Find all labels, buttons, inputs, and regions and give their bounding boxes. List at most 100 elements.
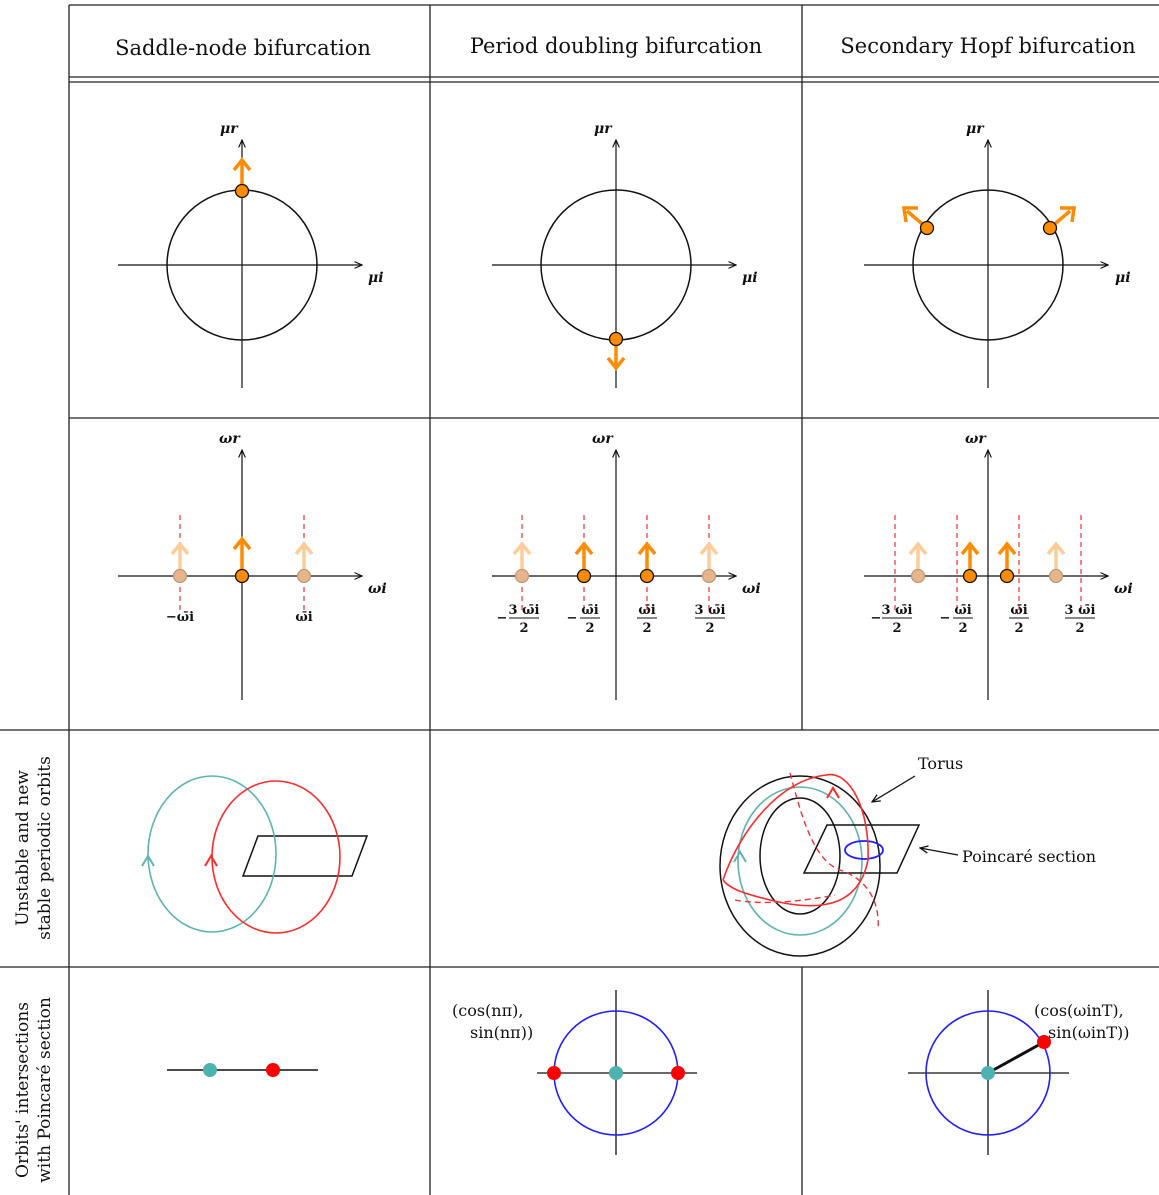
faded-point xyxy=(296,568,312,584)
faded-point xyxy=(172,568,188,584)
svg-text:2: 2 xyxy=(642,621,651,636)
svg-text:2: 2 xyxy=(892,621,901,636)
svg-text:2: 2 xyxy=(585,621,594,636)
axis-label-mu-r: μr xyxy=(966,121,985,137)
tick-pos-half: ω̄i 2 xyxy=(1009,603,1029,636)
mu-plane-secondary-hopf: μr μi xyxy=(864,121,1131,388)
period-doubling-intersections: (cos(nπ), sin(nπ)) xyxy=(452,990,697,1155)
saddle-node-orbits xyxy=(141,775,369,934)
axis-label-omega-r: ωr xyxy=(592,431,614,447)
faded-point xyxy=(910,568,926,584)
eigen-arrow xyxy=(232,536,252,570)
tick-pos-omega: ω̄i xyxy=(295,610,312,625)
svg-text:−: − xyxy=(871,611,882,626)
svg-text:ω̄i: ω̄i xyxy=(638,603,655,618)
pd-point-label-line2: sin(nπ)) xyxy=(470,1023,533,1042)
torus-label: Torus xyxy=(918,754,963,773)
faded-eigen-arrow xyxy=(170,541,314,570)
faded-point xyxy=(514,568,530,584)
row-label-intersections: Orbits' intersections with Poincaré sect… xyxy=(13,997,55,1183)
header-saddle-node: Saddle-node bifurcation xyxy=(115,36,371,60)
eigenvalue-point xyxy=(576,568,592,584)
header-period-doubling: Period doubling bifurcation xyxy=(470,34,762,58)
torus-inner xyxy=(759,797,841,915)
axis-label-omega-i: ωi xyxy=(1114,581,1133,597)
svg-text:2: 2 xyxy=(519,621,528,636)
axis-label-omega-r: ωr xyxy=(965,431,987,447)
red-intersection-point xyxy=(1037,1035,1051,1049)
hopf-point-label-line2: sin(ωinT)) xyxy=(1048,1023,1130,1042)
rotation-vector xyxy=(987,1040,1045,1075)
poincare-section-label: Poincaré section xyxy=(962,847,1096,866)
svg-text:2: 2 xyxy=(1075,621,1084,636)
svg-text:2: 2 xyxy=(705,621,714,636)
axis-label-mu-i: μi xyxy=(742,270,758,286)
torus-pointer xyxy=(872,775,916,802)
row-label-intersections-line1: Orbits' intersections xyxy=(13,1002,33,1178)
red-intersection-point xyxy=(547,1066,561,1080)
row-label-orbits: Unstable and new stable periodic orbits xyxy=(13,756,55,940)
svg-text:−: − xyxy=(497,611,508,626)
eigenvalue-point xyxy=(234,568,250,584)
torus-section-circle xyxy=(844,840,884,860)
faded-point xyxy=(1048,568,1064,584)
svg-text:3 ω̄i: 3 ω̄i xyxy=(1065,603,1096,618)
axis-label-omega-r: ωr xyxy=(219,431,241,447)
orbit-direction-arrow xyxy=(141,854,155,867)
faded-point xyxy=(701,568,717,584)
poincare-section-plane xyxy=(241,835,369,877)
unstable-orbit xyxy=(147,775,277,933)
eigenvalue-point-right xyxy=(1042,220,1058,236)
svg-text:ω̄i: ω̄i xyxy=(954,603,971,618)
svg-text:ω̄i: ω̄i xyxy=(581,603,598,618)
svg-text:−: − xyxy=(567,611,578,626)
pd-point-label-line1: (cos(nπ), xyxy=(452,1001,523,1020)
row-label-orbits-line2: stable periodic orbits xyxy=(35,756,55,940)
row-label-orbits-line1: Unstable and new xyxy=(13,770,33,926)
torus-diagram: Torus Poincaré section xyxy=(719,754,1096,957)
red-intersection-point xyxy=(266,1063,280,1077)
svg-text:ω̄i: ω̄i xyxy=(1010,603,1027,618)
eigen-arrow xyxy=(574,541,657,570)
reference-lines xyxy=(894,515,1082,610)
teal-intersection-point xyxy=(981,1066,995,1080)
omega-plane-secondary-hopf: ωr ωi − 3 ω̄i 2 − ω̄i 2 xyxy=(864,431,1133,700)
omega-plane-saddle-node: ωr ωi −ω̄i ω̄i xyxy=(118,431,387,700)
svg-text:2: 2 xyxy=(1014,621,1023,636)
secondary-hopf-intersections: (cos(ωinT), sin(ωinT)) xyxy=(908,990,1130,1155)
omega-plane-period-doubling: ωr ωi − 3 ω̄i 2 − ω̄i xyxy=(492,431,761,700)
svg-text:3 ω̄i: 3 ω̄i xyxy=(695,603,726,618)
svg-text:3 ω̄i: 3 ω̄i xyxy=(882,603,913,618)
torus-red-orbit xyxy=(722,773,869,907)
eigenvalue-point xyxy=(962,568,978,584)
axis-label-mu-i: μi xyxy=(1115,270,1131,286)
red-intersection-point xyxy=(671,1066,685,1080)
orbit-direction-arrow xyxy=(733,850,747,863)
teal-intersection-point xyxy=(609,1066,623,1080)
mu-plane-saddle-node: μr μi xyxy=(118,121,384,388)
tick-neg-three-half: − 3 ω̄i 2 xyxy=(497,603,540,636)
axis-label-mu-r: μr xyxy=(220,121,239,137)
axis-label-omega-i: ωi xyxy=(368,581,387,597)
unit-circle xyxy=(925,1010,1051,1136)
svg-text:−: − xyxy=(940,611,951,626)
hopf-point-label-line1: (cos(ωinT), xyxy=(1034,1001,1124,1020)
torus-outer xyxy=(719,775,881,957)
poincare-section-plane xyxy=(802,824,921,874)
header-secondary-hopf: Secondary Hopf bifurcation xyxy=(840,34,1135,58)
eigenvalue-point xyxy=(608,331,624,347)
poincare-pointer xyxy=(920,848,959,856)
axis-label-mu-i: μi xyxy=(368,270,384,286)
row-label-intersections-line2: with Poincaré section xyxy=(35,997,55,1183)
table-grid xyxy=(0,4,1159,1195)
tick-pos-three-half: 3 ω̄i 2 xyxy=(695,603,726,636)
tick-neg-omega: −ω̄i xyxy=(166,610,194,625)
tick-pos-three-half: 3 ω̄i 2 xyxy=(1065,603,1096,636)
eigenvalue-point xyxy=(639,568,655,584)
axis-label-mu-r: μr xyxy=(594,121,613,137)
axis-label-omega-i: ωi xyxy=(742,581,761,597)
eigenvalue-point xyxy=(999,568,1015,584)
tick-neg-three-half: − 3 ω̄i 2 xyxy=(871,603,913,636)
faded-eigen-arrow xyxy=(512,541,719,570)
